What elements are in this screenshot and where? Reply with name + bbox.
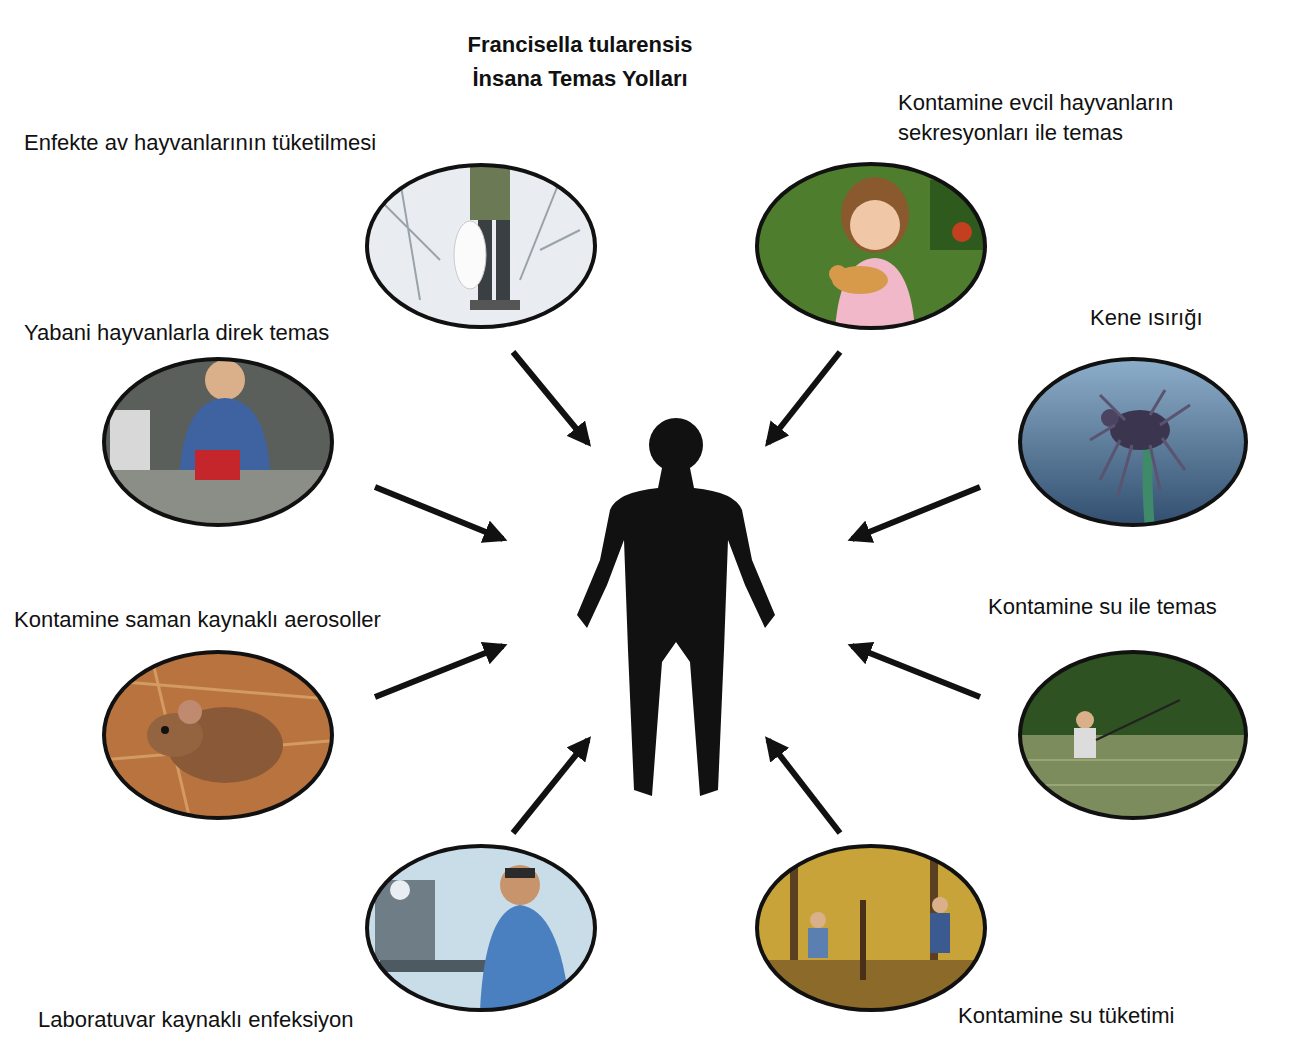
route-label: Kontamine evcil hayvanların sekresyonlar… bbox=[898, 88, 1238, 148]
photo-circle: Kontamine evcil hayvanların sekresyonlar… bbox=[755, 162, 987, 330]
mouse-scene bbox=[100, 648, 340, 823]
photo-circle: Kontamine su ile temas bbox=[1018, 650, 1248, 820]
route-label: Kontamine su ile temas bbox=[988, 592, 1217, 622]
route-label: Kontamine saman kaynaklı aerosoller bbox=[14, 605, 381, 635]
hunting-scene bbox=[360, 160, 600, 330]
wild-animal-scene bbox=[100, 355, 340, 530]
route-label: Laboratuvar kaynaklı enfeksiyon bbox=[38, 1005, 354, 1035]
route-label: Kene ısırığı bbox=[1090, 303, 1203, 333]
photo-circle: Kontamine su tüketimi bbox=[755, 844, 987, 1012]
diagram-title: Francisella tularensis İnsana Temas Yoll… bbox=[450, 28, 710, 96]
photo-circle: Yabani hayvanlarla direk temas bbox=[102, 357, 334, 527]
route-label: Enfekte av hayvanlarının tüketilmesi bbox=[24, 128, 376, 158]
girl-with-cat-scene bbox=[750, 160, 990, 335]
laboratory-scene bbox=[360, 842, 600, 1017]
photo-circle: Enfekte av hayvanlarının tüketilmesi bbox=[365, 163, 597, 329]
photo-circle: Kene ısırığı bbox=[1018, 357, 1248, 527]
route-label: Kontamine su tüketimi bbox=[958, 1001, 1174, 1031]
river-scene bbox=[1015, 648, 1255, 825]
route-label: Yabani hayvanlarla direk temas bbox=[24, 318, 329, 348]
tick-scene bbox=[1015, 355, 1255, 530]
human-silhouette bbox=[577, 418, 775, 796]
forest-scene bbox=[750, 842, 990, 1020]
arrows bbox=[375, 352, 980, 833]
photo-circle: Laboratuvar kaynaklı enfeksiyon bbox=[365, 844, 597, 1012]
photo-circle: Kontamine saman kaynaklı aerosoller bbox=[102, 650, 334, 820]
